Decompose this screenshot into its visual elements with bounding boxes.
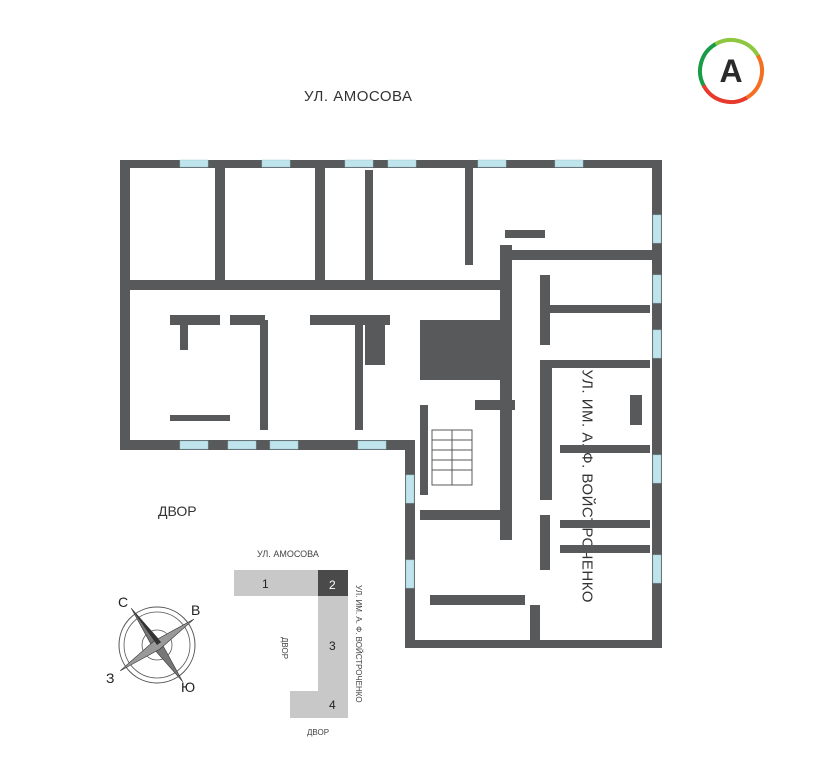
keymap-yard-left: ДВОР bbox=[280, 637, 289, 659]
compass-outer-ring bbox=[118, 606, 196, 684]
compass-south-label: Ю bbox=[181, 679, 195, 695]
keymap-section-1 bbox=[234, 570, 318, 596]
keymap-section-2-label: 2 bbox=[329, 578, 336, 592]
keymap-section-4 bbox=[290, 691, 348, 718]
yard-label: ДВОР bbox=[158, 503, 197, 519]
keymap-street-right: УЛ. ИМ. А. Ф. ВОЙСТРОЧЕНКО bbox=[354, 585, 363, 703]
compass-needle-icon bbox=[119, 607, 195, 683]
compass-rose: С В Ю З bbox=[106, 594, 200, 695]
keymap-street-top: УЛ. АМОСОВА bbox=[257, 549, 319, 559]
compass-east-label: В bbox=[191, 602, 200, 618]
keymap-section-1-label: 1 bbox=[262, 577, 269, 591]
street-label-top: УЛ. АМОСОВА bbox=[304, 88, 413, 105]
logo-letter: A bbox=[719, 53, 742, 89]
section-keymap: УЛ. АМОСОВА 1 2 3 4 УЛ. ИМ. А. Ф. ВОЙСТР… bbox=[234, 549, 363, 737]
compass-west-label: З bbox=[106, 670, 114, 686]
compass-north-label: С bbox=[118, 594, 128, 610]
developer-logo: A bbox=[698, 38, 764, 104]
floor-plan bbox=[120, 159, 662, 648]
keymap-section-3 bbox=[318, 596, 348, 691]
keymap-section-3-label: 3 bbox=[329, 639, 336, 653]
keymap-section-2 bbox=[318, 570, 348, 596]
keymap-yard-bottom: ДВОР bbox=[307, 728, 329, 737]
keymap-section-4-label: 4 bbox=[329, 698, 336, 712]
